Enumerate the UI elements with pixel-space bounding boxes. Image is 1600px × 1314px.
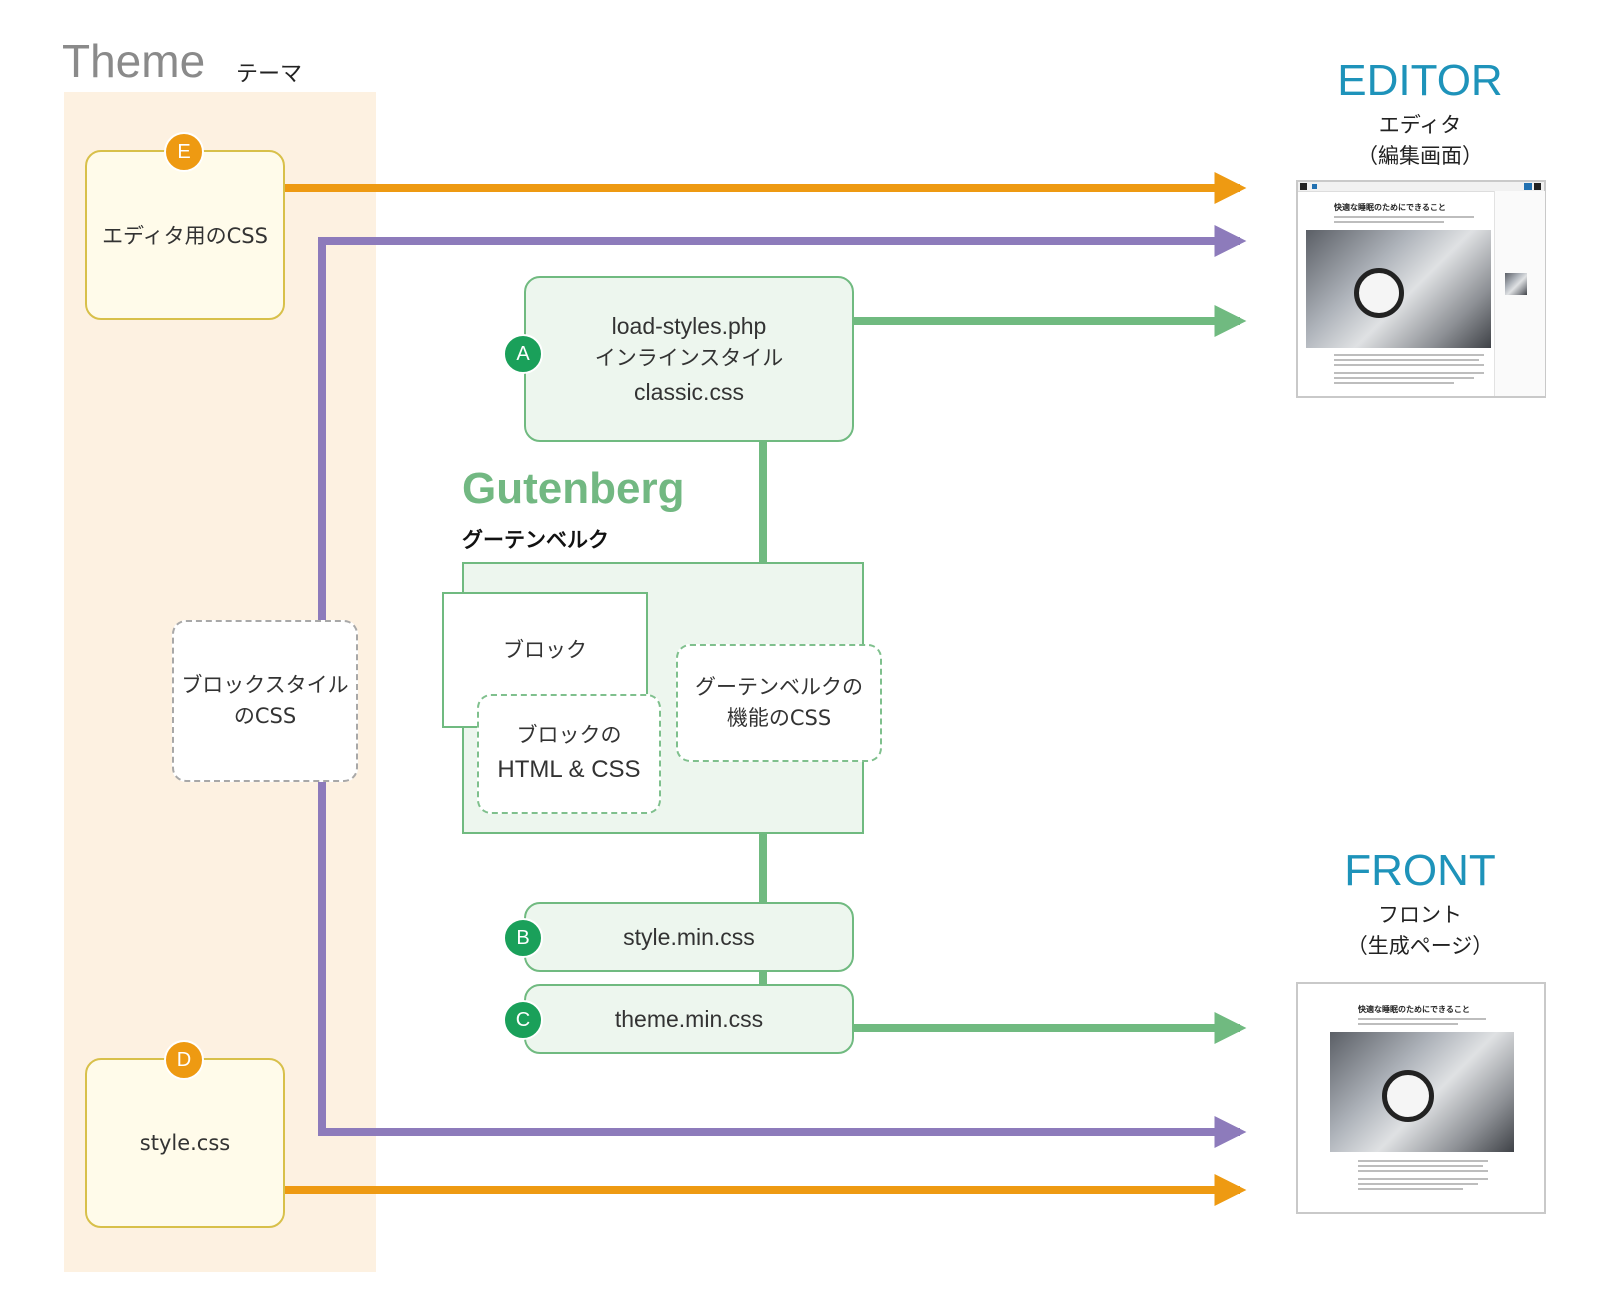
settings-icon <box>1534 183 1541 190</box>
badge-d: D <box>164 1040 204 1080</box>
editor-subtitle-1: エディタ <box>1378 113 1462 137</box>
block-style-css-box: ブロックスタイル のCSS <box>172 620 358 782</box>
block-style-css-line2: のCSS <box>233 704 297 728</box>
load-styles-line3: classic.css <box>634 378 744 405</box>
alarm-clock-icon <box>1382 1070 1434 1122</box>
style-css-label: style.css <box>139 1131 231 1155</box>
editor-screenshot: 快適な睡眠のためにできること <box>1296 180 1546 398</box>
style-min-label: style.min.css <box>623 923 755 950</box>
wp-logo-icon <box>1300 183 1307 190</box>
editor-css-box: エディタ用のCSS <box>85 150 285 320</box>
gutenberg-subtitle: グーテンベルク <box>462 528 609 552</box>
theme-subtitle: テーマ <box>236 62 303 87</box>
theme-min-box: theme.min.css <box>524 984 854 1054</box>
alarm-clock-icon <box>1354 268 1404 318</box>
arrow-block-style-to-front <box>318 780 1247 1148</box>
block-html-css-box: ブロックの HTML & CSS <box>477 694 661 814</box>
load-styles-line1: load-styles.php <box>611 312 767 339</box>
badge-e: E <box>164 132 204 172</box>
block-label: ブロック <box>503 638 587 662</box>
badge-a: A <box>503 334 543 374</box>
editor-sidebar <box>1494 191 1545 396</box>
front-subtitle-2: （生成ページ） <box>1346 934 1494 958</box>
editor-shot-heading: 快適な睡眠のためにできること <box>1334 203 1446 212</box>
front-screenshot: 快適な睡眠のためにできること <box>1296 982 1546 1214</box>
front-photo <box>1330 1032 1514 1152</box>
editor-toolbar <box>1298 182 1544 192</box>
gutenberg-feature-css-box: グーテンベルクの 機能のCSS <box>676 644 882 762</box>
front-shot-heading: 快適な睡眠のためにできること <box>1358 1005 1470 1014</box>
editor-photo <box>1306 230 1491 348</box>
gutenberg-title: Gutenberg <box>462 464 685 513</box>
editor-title: EDITOR <box>1337 56 1503 105</box>
theme-min-label: theme.min.css <box>614 1005 764 1032</box>
style-css-box: style.css <box>85 1058 285 1228</box>
load-styles-line2: インラインスタイル <box>594 346 784 371</box>
feature-css-line1: グーテンベルクの <box>695 674 863 699</box>
badge-c: C <box>503 1000 543 1040</box>
editor-css-label: エディタ用のCSS <box>102 224 268 248</box>
editor-subtitle-2: （編集画面） <box>1357 144 1483 168</box>
arrow-block-style-to-editor <box>318 225 1247 620</box>
feature-css-line2: 機能のCSS <box>726 706 832 730</box>
block-style-css-line1: ブロックスタイル <box>181 672 349 697</box>
theme-title: Theme <box>62 35 206 87</box>
style-min-box: style.min.css <box>524 902 854 972</box>
badge-b: B <box>503 918 543 958</box>
block-html-css-line2: HTML & CSS <box>497 755 641 783</box>
add-block-icon <box>1312 184 1317 189</box>
publish-button <box>1524 183 1532 190</box>
front-subtitle-1: フロント <box>1378 903 1462 927</box>
load-styles-box: load-styles.php インラインスタイル classic.css <box>524 276 854 442</box>
sidebar-thumbnail <box>1505 273 1527 295</box>
block-html-css-line1: ブロックの <box>516 723 622 748</box>
front-title: FRONT <box>1344 846 1496 895</box>
